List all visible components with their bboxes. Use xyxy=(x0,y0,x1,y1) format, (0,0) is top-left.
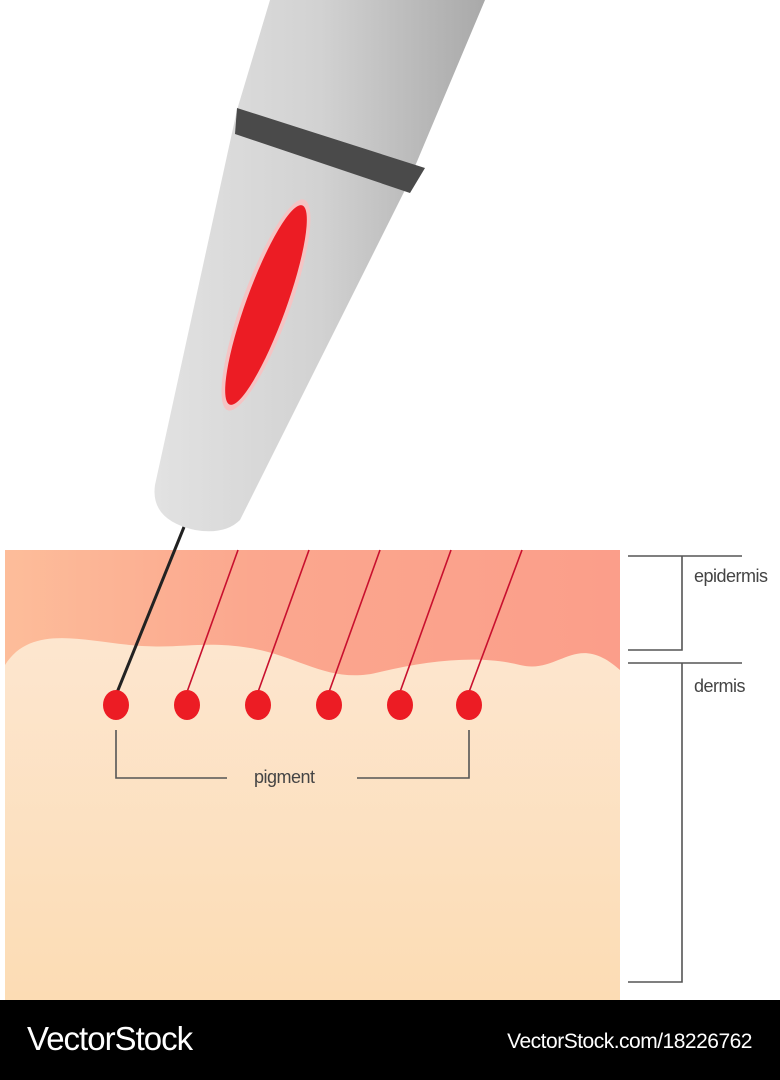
pigment-dot xyxy=(245,690,271,720)
needle xyxy=(114,526,186,696)
pen-red-window-inner xyxy=(225,205,307,405)
pigment-dot xyxy=(103,690,129,720)
needle-trace xyxy=(399,549,452,693)
pen-band xyxy=(235,108,425,193)
dermis-label: dermis xyxy=(694,676,746,696)
tattoo-diagram xyxy=(5,0,742,1000)
pen-body xyxy=(154,0,485,532)
epidermis-label: epidermis xyxy=(694,566,768,586)
pigment-dot xyxy=(316,690,342,720)
image-url: VectorStock.com/18226762 xyxy=(507,1030,752,1053)
dermis-bracket xyxy=(628,662,742,983)
needle-trace xyxy=(186,549,239,693)
needle-trace xyxy=(257,549,310,693)
skin xyxy=(5,550,620,1000)
pen xyxy=(114,0,485,696)
pigment-dot xyxy=(174,690,200,720)
needle-trace xyxy=(328,549,381,693)
pigment-dot xyxy=(387,690,413,720)
watermark-footer: VectorStock VectorStock.com/18226762 xyxy=(0,1000,780,1080)
brand-logo: VectorStock xyxy=(27,1020,193,1057)
pigment-dots xyxy=(103,690,482,720)
needle-trace xyxy=(468,549,523,693)
dermis-layer xyxy=(5,638,620,1000)
pigment-label: pigment xyxy=(254,767,315,787)
epidermis-bracket xyxy=(628,555,742,651)
needle-traces xyxy=(186,549,523,693)
pigment-bracket xyxy=(115,730,470,779)
pigment-dot xyxy=(456,690,482,720)
